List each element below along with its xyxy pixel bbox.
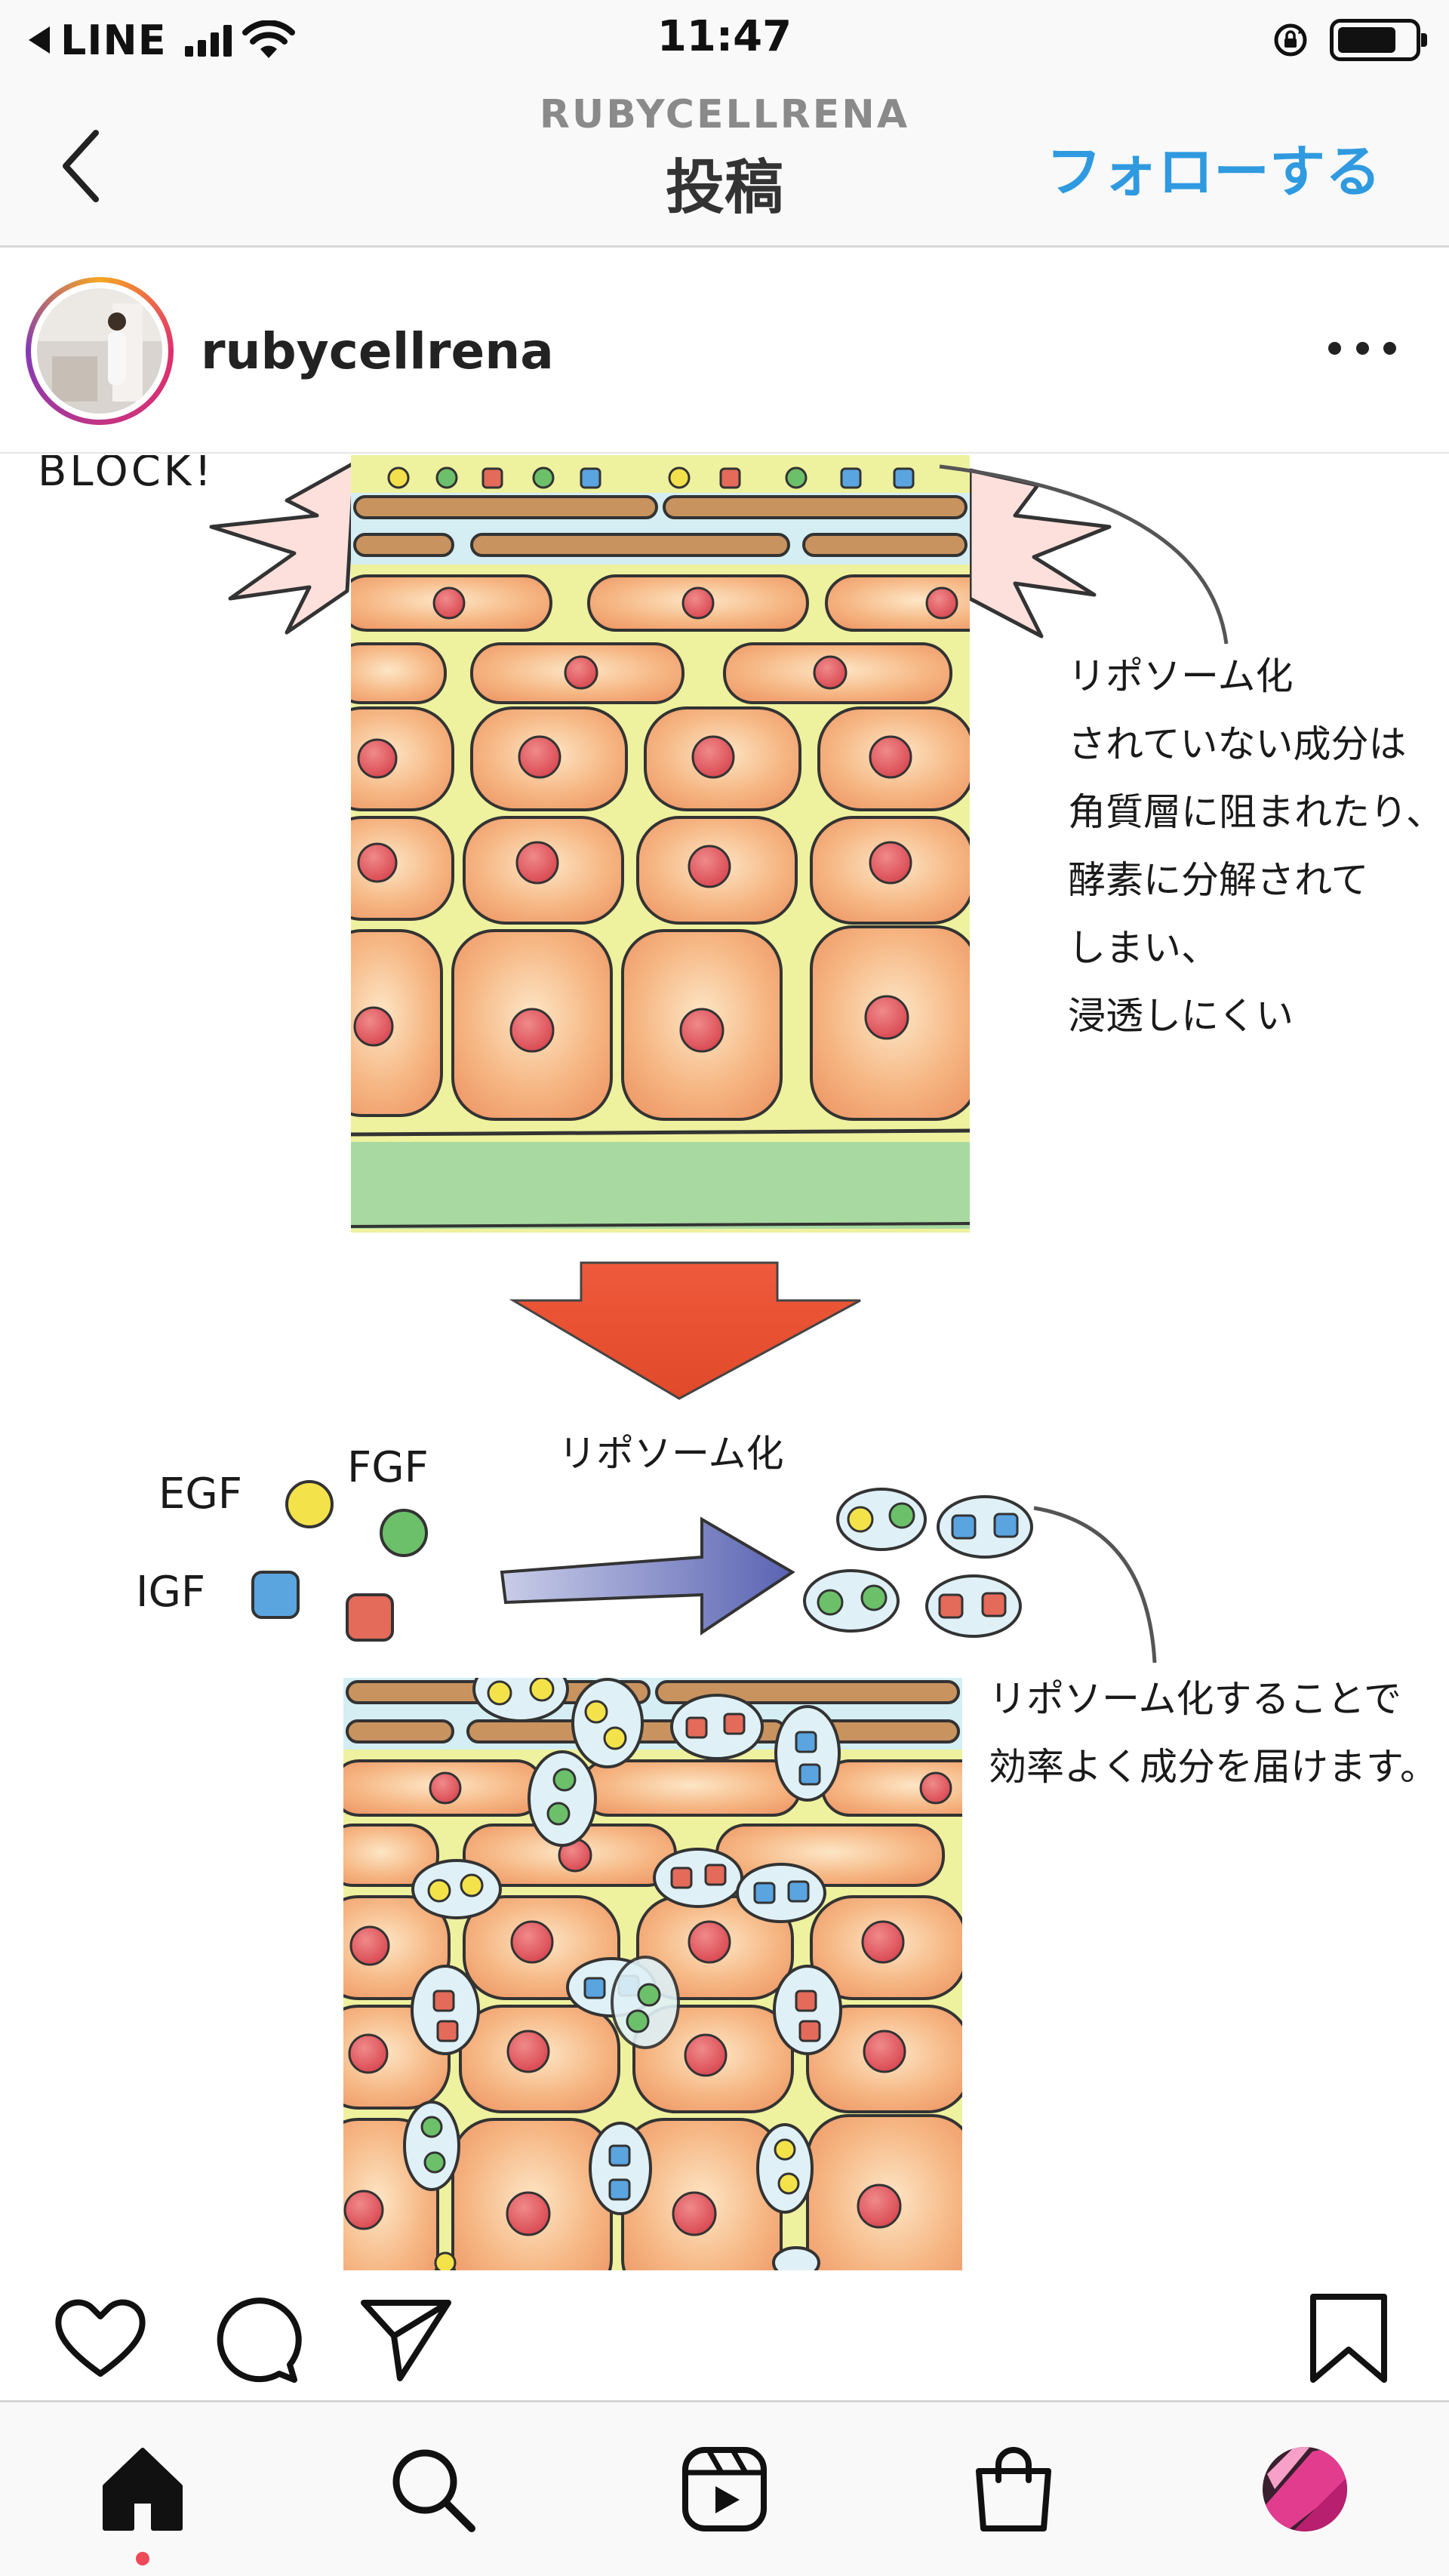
post-image[interactable]: BLOCK! xyxy=(0,455,1449,2270)
block-label: BLOCK! xyxy=(38,455,214,496)
block-burst-right xyxy=(968,468,1112,639)
battery-fill xyxy=(1338,27,1396,53)
liposome-arrow xyxy=(500,1516,795,1636)
more-options-icon[interactable] xyxy=(1328,325,1396,371)
send-icon[interactable] xyxy=(356,2289,454,2387)
nav-username: RUBYCELLRENA xyxy=(539,92,910,137)
liposome-group xyxy=(803,1488,1033,1638)
post-action-bar xyxy=(0,2270,1449,2399)
status-time: 11:47 xyxy=(657,12,792,61)
signal-icon xyxy=(184,23,232,57)
post-header: rubycellrena xyxy=(0,250,1449,454)
liposome-label: リポソーム化 xyxy=(558,1432,784,1476)
back-to-app-icon[interactable] xyxy=(29,26,50,54)
note-top: リポソーム化 されていない成分は 角質層に阻まれたり、 酵素に分解されて しまい… xyxy=(1068,654,1449,1038)
post-username[interactable]: rubycellrena xyxy=(201,322,554,380)
back-button[interactable] xyxy=(47,113,115,219)
carrier-label[interactable]: LINE xyxy=(60,16,167,64)
tab-search[interactable] xyxy=(383,2440,481,2538)
notification-dot xyxy=(136,2552,149,2565)
avatar-photo xyxy=(37,288,162,414)
igf-label: IGF xyxy=(136,1568,205,1617)
tab-shop[interactable] xyxy=(964,2440,1063,2538)
shop-icon xyxy=(976,2447,1051,2531)
follow-button[interactable]: フォローする xyxy=(1046,127,1381,208)
search-icon xyxy=(392,2449,475,2532)
egf-label: EGF xyxy=(158,1470,242,1519)
reels-icon xyxy=(682,2447,767,2531)
note-bottom: リポソーム化することで 効率よく成分を届けます。 xyxy=(989,1677,1438,1789)
tab-profile[interactable] xyxy=(1256,2440,1354,2538)
avatar[interactable] xyxy=(26,277,174,425)
status-left: LINE xyxy=(29,14,295,66)
tab-reels[interactable] xyxy=(675,2440,774,2538)
liposome-illustration: BLOCK! xyxy=(38,455,1449,2270)
skin-section-bottom xyxy=(343,1678,962,2270)
status-bar: LINE 11:47 xyxy=(0,0,1449,83)
battery-icon xyxy=(1330,19,1427,61)
down-arrow xyxy=(509,1261,861,1400)
heart-icon[interactable] xyxy=(51,2289,149,2387)
skin-section-top xyxy=(351,455,970,1233)
home-icon xyxy=(103,2448,183,2531)
chevron-left-icon xyxy=(63,130,99,202)
bookmark-icon[interactable] xyxy=(1300,2289,1398,2387)
nav-title-block: RUBYCELLRENA 投稿 xyxy=(0,92,1449,225)
tab-home[interactable] xyxy=(94,2440,192,2538)
rotation-lock-icon xyxy=(1274,23,1307,57)
status-right xyxy=(1272,15,1427,65)
wifi-icon xyxy=(242,20,295,58)
post-nav-header: RUBYCELLRENA 投稿 フォローする xyxy=(0,83,1449,248)
profile-avatar xyxy=(1263,2447,1347,2531)
blocked-molecules xyxy=(387,466,915,489)
bottom-tab-bar xyxy=(0,2400,1449,2576)
page-title: 投稿 xyxy=(665,154,783,222)
block-burst-left xyxy=(209,460,357,635)
fgf-label: FGF xyxy=(347,1443,429,1492)
comment-icon[interactable] xyxy=(205,2289,303,2387)
